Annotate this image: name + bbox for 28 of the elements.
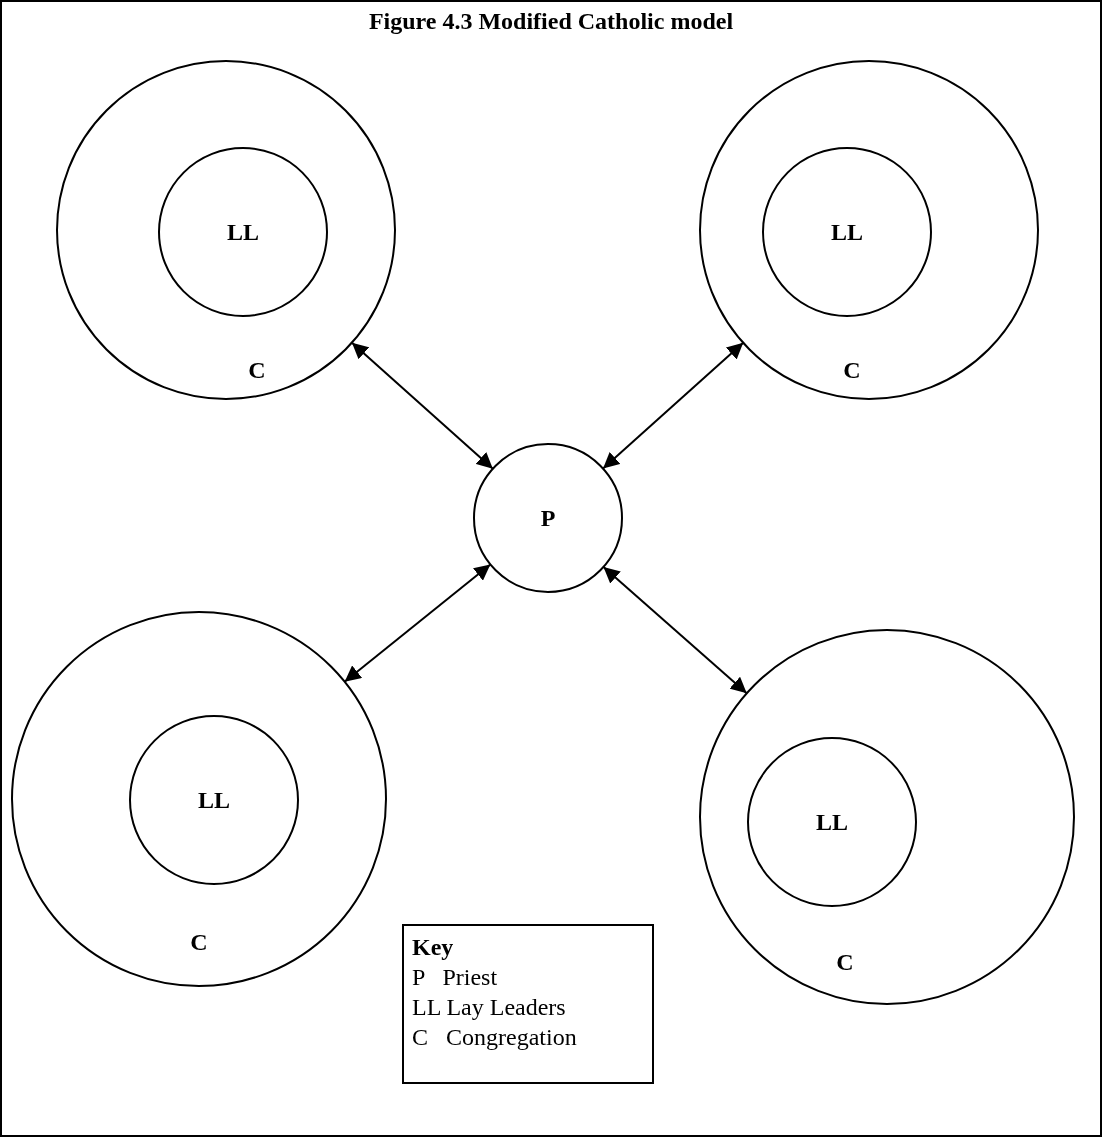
key-box xyxy=(402,924,654,1084)
circle-label: C xyxy=(248,356,266,384)
circle-label: P xyxy=(540,504,556,532)
inner-circle xyxy=(747,737,917,907)
inner-circle xyxy=(129,715,299,885)
key-entry: LL Lay Leaders xyxy=(412,993,567,1022)
double-arrow xyxy=(350,341,494,470)
key-heading: Key xyxy=(412,933,455,962)
outer-circle xyxy=(699,60,1039,400)
double-arrow xyxy=(602,341,745,470)
outer-circle xyxy=(699,629,1075,1005)
circle-label: C xyxy=(190,928,208,956)
figure-title: Figure 4.3 Modified Catholic model xyxy=(367,8,735,35)
inner-circle xyxy=(762,147,932,317)
circle-label: LL xyxy=(831,218,863,246)
outer-circle xyxy=(11,611,387,987)
outer-circle xyxy=(56,60,396,400)
key-entry: P Priest xyxy=(412,963,499,992)
key-entry: C Congregation xyxy=(412,1023,578,1052)
circle-label: LL xyxy=(227,218,259,246)
circle-label: C xyxy=(843,356,861,384)
inner-circle xyxy=(158,147,328,317)
circle-label: LL xyxy=(816,808,848,836)
circle-label: C xyxy=(836,948,854,976)
circle-label: LL xyxy=(198,786,230,814)
center-circle xyxy=(473,443,623,593)
double-arrow xyxy=(343,563,492,683)
double-arrow xyxy=(602,565,748,695)
